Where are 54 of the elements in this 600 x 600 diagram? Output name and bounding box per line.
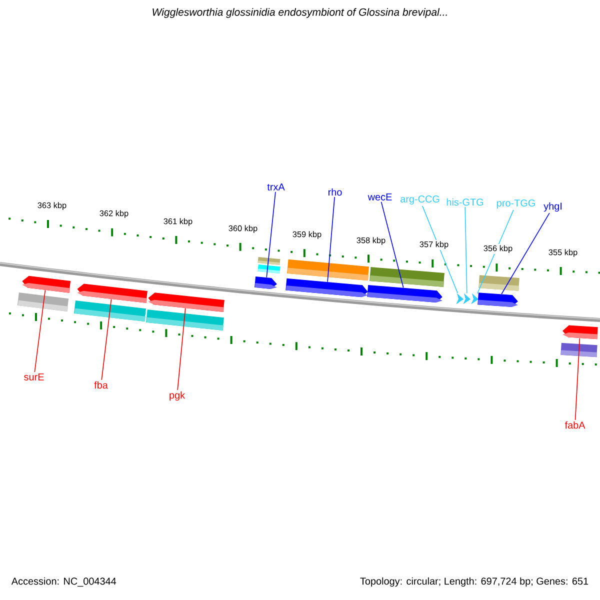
feature-bar xyxy=(370,267,444,287)
leader-line xyxy=(177,308,186,390)
leader-line xyxy=(266,191,276,278)
gene-feature xyxy=(478,292,518,307)
gene-feature xyxy=(456,293,464,304)
scale-label: 359 kbp xyxy=(291,230,323,240)
feature-bar xyxy=(287,259,369,281)
leader-line xyxy=(422,206,458,294)
scale-label: 357 kbp xyxy=(418,240,450,250)
leader-line xyxy=(477,210,514,294)
feature-bar xyxy=(17,292,69,312)
gene-label: fabA xyxy=(564,421,586,429)
leader-line xyxy=(380,201,404,288)
title: Wigglesworthia glossinidia endosymbiont of Glossina brevipal... xyxy=(152,8,447,18)
leader-line xyxy=(327,196,335,282)
gene-feature xyxy=(77,284,148,303)
feature-bar xyxy=(146,309,224,331)
gene-label: arg-CCG xyxy=(400,196,440,204)
scale-label: 355 kbp xyxy=(547,248,579,258)
leader-line xyxy=(34,290,46,373)
gene-feature xyxy=(286,278,368,298)
leader-line xyxy=(501,212,550,294)
gene-feature xyxy=(471,293,478,304)
gene-feature xyxy=(22,276,71,293)
gene-feature xyxy=(367,284,442,303)
gene-label: rho xyxy=(328,188,342,196)
feature-bar xyxy=(560,342,598,358)
footer-text: Accession: NC_004344 xyxy=(11,577,116,587)
gene-label: yhgI xyxy=(544,202,562,212)
footer-text: Topology: circular; Length: 697,724 bp; Genes: 651 xyxy=(360,577,588,587)
gene-label: trxA xyxy=(267,184,285,190)
leader-line xyxy=(464,206,468,294)
scale-label: 362 kbp xyxy=(98,209,130,219)
gene-label: wecE xyxy=(368,194,392,200)
leader-line xyxy=(574,338,580,420)
gene-feature xyxy=(254,276,277,289)
gene-feature xyxy=(148,292,224,312)
gene-feature xyxy=(562,325,598,340)
scale-label: 361 kbp xyxy=(162,217,194,227)
scale-label: 356 kbp xyxy=(482,244,514,254)
scale-label: 358 kbp xyxy=(355,236,387,246)
feature-bar xyxy=(258,264,280,274)
scale-label: 360 kbp xyxy=(227,224,259,234)
feature-bar xyxy=(478,275,520,291)
leader-line xyxy=(101,298,112,380)
gene-label: pro-TGG xyxy=(497,200,535,208)
gene-label: surE xyxy=(24,374,44,380)
gene-label: his-GTG xyxy=(446,198,484,206)
feature-bar xyxy=(74,300,146,322)
gene-feature xyxy=(463,293,470,304)
scale-label: 363 kbp xyxy=(36,201,68,211)
feature-bar xyxy=(258,256,280,266)
gene-label: pgk xyxy=(170,391,186,401)
gene-label: fba xyxy=(94,381,108,389)
